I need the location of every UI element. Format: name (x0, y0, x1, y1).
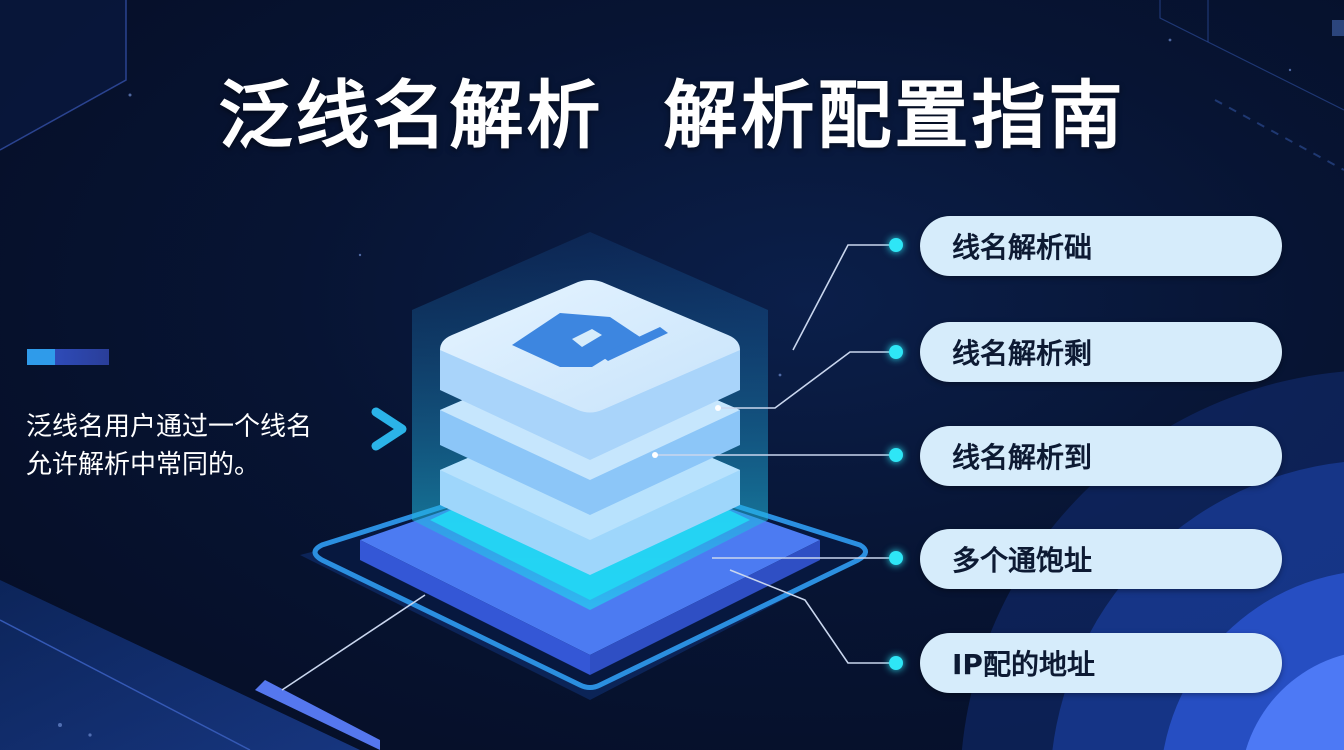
connector-dot-1 (889, 238, 903, 252)
page-title: 泛线名解析解析配置指南 (0, 56, 1344, 163)
chevron-right-icon (371, 407, 407, 451)
label-text: IP配的地址 (952, 648, 1095, 681)
label-pill-1: 线名解析础 (920, 216, 1282, 276)
connector-dot-2 (889, 345, 903, 359)
label-text: 线名解析础 (952, 231, 1093, 264)
title-part-1: 泛线名解析 (218, 73, 604, 159)
description-line-1: 泛线名用户通过一个线名 (26, 412, 313, 442)
description-text: 泛线名用户通过一个线名 允许解析中常同的。 (26, 408, 366, 484)
label-pill-4: 多个通饱址 (920, 529, 1282, 589)
label-text: 线名解析剩 (952, 337, 1093, 370)
label-text: 多个通饱址 (952, 544, 1093, 577)
connector-dot-5 (889, 656, 903, 670)
dns-logo-icon (512, 313, 668, 367)
label-text: 线名解析到 (952, 441, 1093, 474)
label-pill-5: IP配的地址 (920, 633, 1282, 693)
accent-bar (27, 349, 109, 365)
title-part-2: 解析配置指南 (663, 73, 1126, 159)
connector-dot-3 (889, 448, 903, 462)
label-pill-2: 线名解析剩 (920, 322, 1282, 382)
connector-dot-4 (889, 551, 903, 565)
label-pill-3: 线名解析到 (920, 426, 1282, 486)
description-line-2: 允许解析中常同的。 (26, 450, 261, 480)
